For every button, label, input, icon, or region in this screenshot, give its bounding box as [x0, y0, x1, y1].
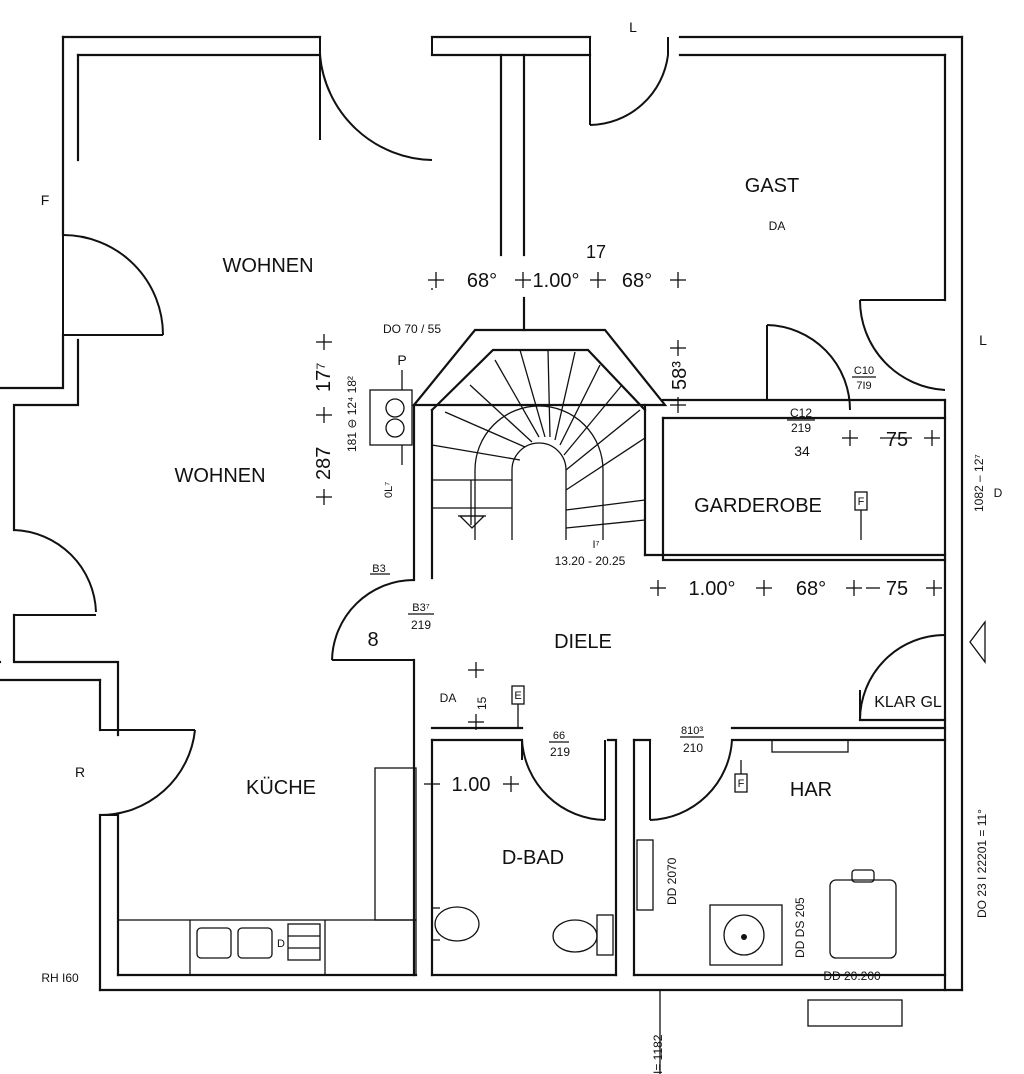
- dim-b3b: B3⁷: [412, 602, 429, 614]
- e-box-label: E: [514, 690, 521, 702]
- dim-8: 8: [367, 629, 378, 651]
- side-mark-l-top: L: [629, 19, 637, 35]
- dim-dd2070: DD 2070: [665, 857, 679, 905]
- dim-100-kueche: 1.00: [452, 774, 491, 796]
- dim-da: DA: [440, 691, 457, 705]
- dim-100-top: 1.00°: [533, 270, 580, 292]
- dim-p: P: [397, 352, 406, 368]
- dim-68-right: 68°: [622, 270, 652, 292]
- dim-66-219: 219: [550, 745, 570, 759]
- d-box-label: D: [277, 938, 285, 950]
- f-box-label-2: F: [738, 778, 745, 790]
- dim-b3: B3: [372, 563, 385, 575]
- dim-b10: 810³: [681, 725, 703, 737]
- staircase: [431, 349, 646, 540]
- room-label-gast: GAST: [745, 175, 799, 197]
- side-mark-r: R: [75, 764, 85, 780]
- dim-right-vert: 1082 – 12⁷: [972, 454, 986, 512]
- rh-label: RH I60: [41, 971, 79, 985]
- dim-583: 58³: [669, 361, 691, 390]
- dim-15: 15: [475, 696, 489, 710]
- dim-0l: 0L⁷: [383, 482, 395, 498]
- dimension-markers: [316, 272, 942, 1074]
- dim-b10-210: 210: [683, 741, 703, 755]
- dim-c10: C10: [854, 365, 874, 377]
- interior-walls: [117, 53, 947, 977]
- dim-75-b: 75: [886, 578, 908, 600]
- dim-287: 287: [313, 447, 335, 480]
- dim-c12-34: 34: [794, 443, 810, 459]
- dim-ddds: DD DS 205: [793, 897, 807, 958]
- dim-b3b-219: 219: [411, 618, 431, 632]
- room-label-wohnen-2: WOHNEN: [174, 465, 265, 487]
- doors: [13, 37, 946, 821]
- dd-label: DD 20.200: [823, 969, 881, 983]
- room-label-wohnen-1: WOHNEN: [222, 255, 313, 277]
- dim-do-right: DO 23 I 22201 = 11°: [975, 809, 989, 918]
- dim-68-mid: 68°: [796, 578, 826, 600]
- room-label-har: HAR: [790, 779, 832, 801]
- dim-c10-219: 7I9: [856, 380, 871, 392]
- side-mark-d: D: [994, 486, 1003, 500]
- room-label-klar: KLAR GL: [874, 694, 942, 711]
- side-mark-f: F: [41, 192, 50, 208]
- dim-stair-mark: I⁷: [592, 539, 599, 551]
- side-mark-l-right: L: [979, 332, 987, 348]
- dim-177: 17⁷: [313, 363, 335, 392]
- dim-17: 17: [586, 242, 606, 262]
- room-label-dbad: D-BAD: [502, 847, 564, 869]
- dim-68-left: 68°: [467, 270, 497, 292]
- room-label-garderobe: GARDEROBE: [694, 495, 822, 517]
- dim-c12-219: 219: [791, 421, 811, 435]
- dim-do7055: DO 70 / 55: [383, 322, 441, 336]
- dim-stair: 13.20 - 20.25: [555, 554, 626, 568]
- room-sublabel-gast: DA: [769, 219, 786, 233]
- dim-c12: C12: [790, 406, 812, 420]
- dim-75-a: 75: [886, 429, 908, 451]
- room-label-diele: DIELE: [554, 631, 612, 653]
- dim-181: 181 ⊖ 12⁴ 18²: [345, 376, 359, 452]
- bottom-dimension: I= 1182: [651, 1034, 665, 1074]
- labels: WOHNEN WOHNEN GAST DA GARDEROBE DIELE KÜ…: [41, 19, 1003, 1074]
- f-box-label-1: F: [858, 496, 865, 508]
- room-label-kueche: KÜCHE: [246, 777, 316, 799]
- dim-100-mid: 1.00°: [689, 578, 736, 600]
- fixtures: [196, 370, 986, 1027]
- dim-66: 66: [553, 730, 565, 742]
